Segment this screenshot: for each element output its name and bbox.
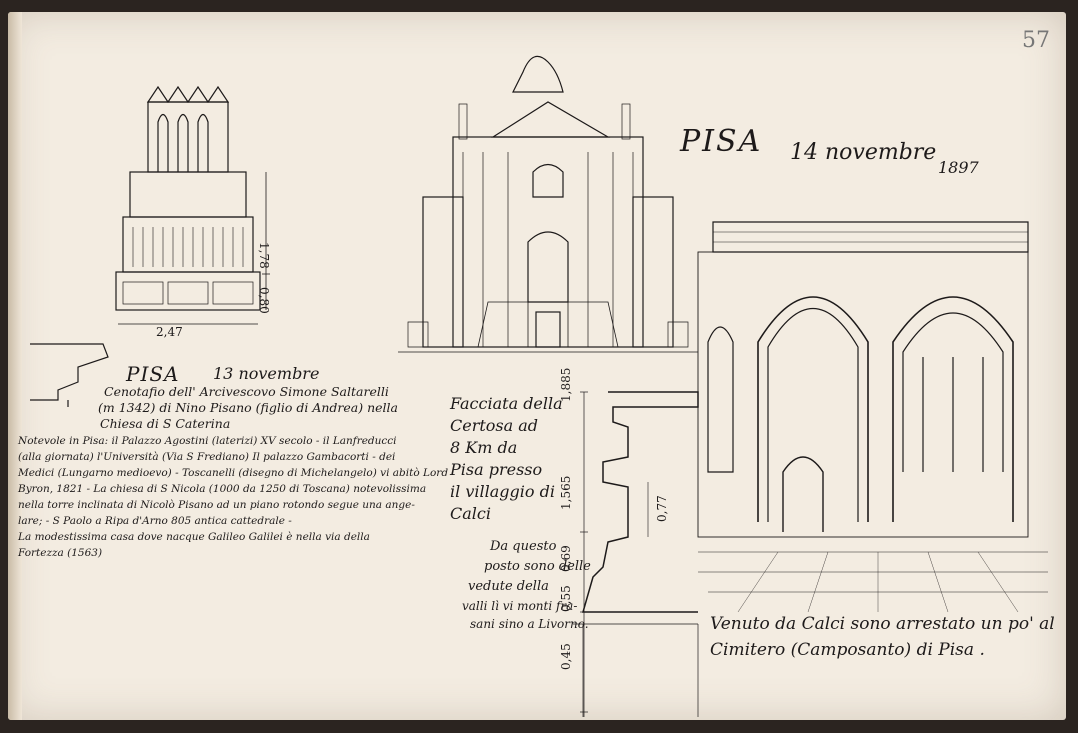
dimension-height-total: 1,78 <box>257 242 271 269</box>
cenotaph-drawing <box>115 85 270 325</box>
cenotaph-note-line: Chiesa di S Caterina <box>100 416 231 431</box>
view-note-line: sani sino a Livorno. <box>470 617 589 631</box>
certosa-note-line: Pisa presso <box>450 460 543 479</box>
general-note-line: Medici (Lungarno medioevo) - Toscanelli … <box>18 467 449 479</box>
view-note-line: Da questo <box>490 539 557 554</box>
general-note-line: La modestissima casa dove nacque Galileo… <box>18 531 370 543</box>
cenotaph-note-line: (m 1342) di Nino Pisano (figlio di Andre… <box>98 400 398 415</box>
column-dimension: 1,885 <box>559 367 573 402</box>
view-note-line: valli lì vi monti fra- <box>462 599 578 613</box>
page-number: 57 <box>1022 28 1050 53</box>
column-base-profile <box>573 391 699 717</box>
bottom-note-line: Cimitero (Camposanto) di Pisa . <box>710 640 985 660</box>
heading-date-right: 14 novembre <box>790 140 937 165</box>
certosa-note-line: Certosa ad <box>450 416 539 435</box>
cenotaph-note-line: Cenotafio dell' Arcivescovo Simone Salta… <box>104 384 389 399</box>
heading-date-left: 13 novembre <box>213 364 320 383</box>
column-dimension: 0,45 <box>559 643 573 670</box>
sketch-drawings <box>30 55 1048 717</box>
bottom-note-line: Venuto da Calci sono arrestato un po' al <box>710 614 1055 634</box>
heading-place-left: PISA <box>126 362 180 386</box>
page-binding <box>8 12 22 720</box>
molding-profile-left <box>30 343 109 407</box>
general-note-line: nella torre inclinata di Nicolò Pisano a… <box>18 499 415 511</box>
view-note-line: vedute della <box>468 579 549 594</box>
general-note-line: Fortezza (1563) <box>18 547 103 559</box>
column-dimension: 0,55 <box>559 585 573 612</box>
certosa-facade-drawing <box>398 55 698 353</box>
column-dimension: 0,69 <box>559 545 573 572</box>
certosa-note-line: 8 Km da <box>450 438 518 457</box>
certosa-note-line: il villaggio di <box>450 482 555 501</box>
general-note-line: lare; - S Paolo a Ripa d'Arno 805 antica… <box>18 515 292 527</box>
heading-year-right: 1897 <box>938 158 979 177</box>
certosa-note-line: Calci <box>450 504 491 523</box>
general-note-line: Notevole in Pisa: il Palazzo Agostini (l… <box>18 435 397 447</box>
column-dimension: 0,77 <box>655 495 669 522</box>
dimension-height-base: 0,80 <box>257 287 271 314</box>
general-note-line: (alla giornata) l'Università (Via S Fred… <box>18 451 396 463</box>
heading-place-right: PISA <box>680 124 763 159</box>
camposanto-drawing <box>697 221 1048 613</box>
view-note-line: posto sono delle <box>484 559 591 574</box>
column-dimension: 1,565 <box>559 475 573 510</box>
general-note-line: Byron, 1821 - La chiesa di S Nicola (100… <box>18 483 427 495</box>
dimension-width: 2,47 <box>156 325 183 339</box>
certosa-note-line: Facciata della <box>450 394 563 413</box>
sketchbook-page: 57 <box>8 12 1066 720</box>
